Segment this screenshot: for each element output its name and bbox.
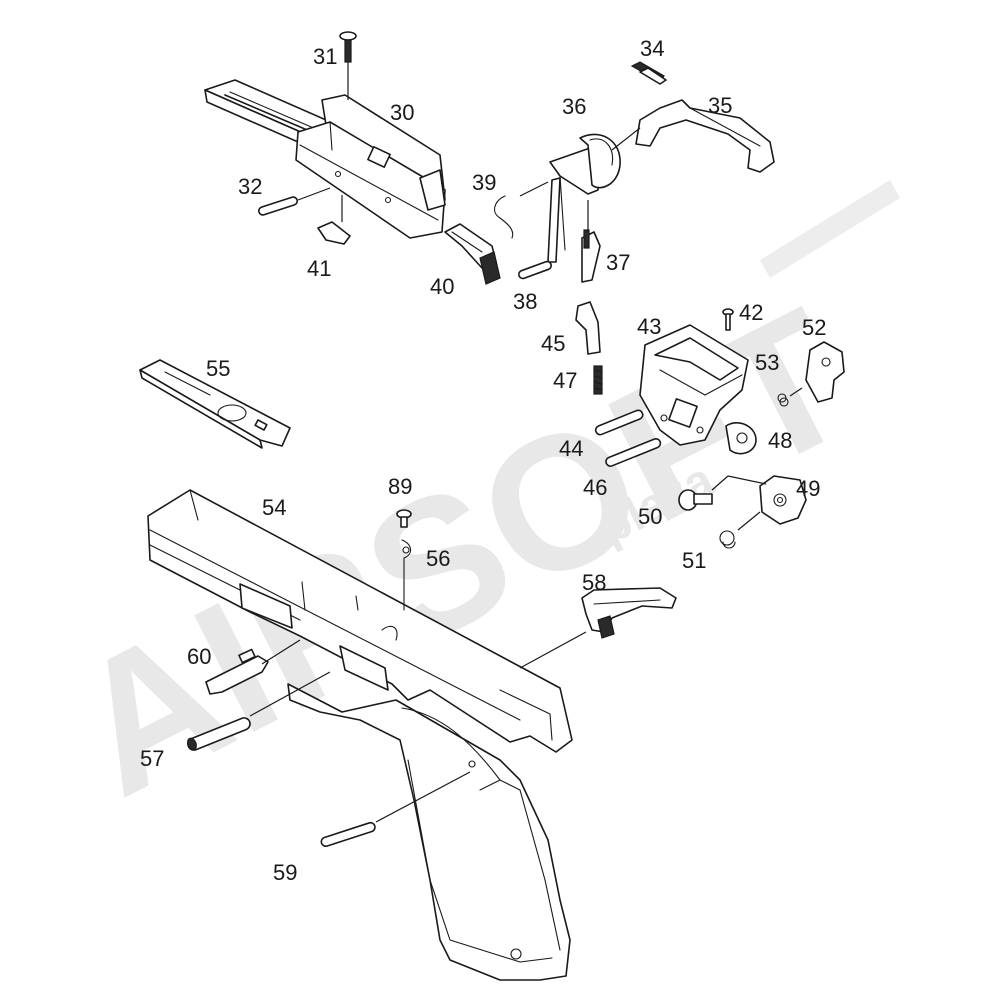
part-47-spring bbox=[593, 365, 603, 395]
part-41-small-block bbox=[317, 195, 351, 245]
watermark-stripe bbox=[760, 180, 900, 278]
callout-44: 44 bbox=[559, 436, 583, 461]
part-58-catch bbox=[519, 587, 677, 669]
callout-55: 55 bbox=[206, 356, 230, 381]
callout-43: 43 bbox=[637, 314, 661, 339]
part-38-pin bbox=[517, 260, 553, 280]
callout-56: 56 bbox=[426, 546, 450, 571]
callout-35: 35 bbox=[708, 93, 732, 118]
callout-labels: 31 30 32 41 40 39 38 37 36 34 35 45 43 4… bbox=[140, 36, 826, 885]
part-35-trigger-bar bbox=[611, 99, 775, 173]
part-54-frame bbox=[147, 489, 573, 981]
part-31-screw bbox=[339, 31, 357, 100]
callout-30: 30 bbox=[390, 100, 414, 125]
callout-60: 60 bbox=[187, 644, 211, 669]
part-50-screw bbox=[678, 475, 767, 511]
callout-36: 36 bbox=[562, 94, 586, 119]
callout-54: 54 bbox=[262, 495, 286, 520]
callout-40: 40 bbox=[430, 274, 454, 299]
callout-37: 37 bbox=[606, 250, 630, 275]
part-52-selector bbox=[805, 341, 845, 403]
part-39-spring bbox=[494, 181, 549, 239]
part-56-clip bbox=[401, 539, 412, 611]
part-34-spring-piece bbox=[630, 61, 667, 85]
part-36-sear-assembly bbox=[547, 133, 621, 263]
callout-49: 49 bbox=[796, 476, 820, 501]
part-37-latch bbox=[581, 200, 601, 283]
part-53-spring bbox=[777, 387, 803, 407]
part-30-rail-housing bbox=[204, 79, 446, 239]
callout-57: 57 bbox=[140, 746, 164, 771]
part-46-pin bbox=[605, 437, 662, 467]
callout-32: 32 bbox=[238, 174, 262, 199]
part-55-plate bbox=[139, 359, 291, 449]
callout-34: 34 bbox=[640, 36, 664, 61]
callout-52: 52 bbox=[802, 315, 826, 340]
callout-38: 38 bbox=[513, 289, 537, 314]
part-44-pin bbox=[594, 409, 644, 436]
callout-41: 41 bbox=[307, 256, 331, 281]
part-60-block bbox=[205, 639, 301, 695]
part-49-block bbox=[759, 475, 807, 525]
callout-53: 53 bbox=[755, 350, 779, 375]
part-57-pin bbox=[187, 671, 331, 751]
part-32-pin bbox=[257, 187, 331, 216]
part-48-cam bbox=[725, 422, 757, 455]
callout-50: 50 bbox=[638, 504, 662, 529]
part-51-spring bbox=[719, 511, 761, 549]
callout-89: 89 bbox=[388, 474, 412, 499]
part-42-screw bbox=[722, 308, 734, 331]
part-59-pin bbox=[320, 771, 471, 848]
callout-45: 45 bbox=[541, 331, 565, 356]
callout-58: 58 bbox=[582, 570, 606, 595]
callout-42: 42 bbox=[739, 300, 763, 325]
callout-46: 46 bbox=[583, 475, 607, 500]
callout-47: 47 bbox=[553, 368, 577, 393]
callout-59: 59 bbox=[273, 860, 297, 885]
callout-51: 51 bbox=[682, 548, 706, 573]
part-40-lever bbox=[444, 223, 501, 285]
part-43-trigger-housing bbox=[639, 324, 749, 446]
part-45-latch bbox=[575, 301, 601, 355]
part-89-screw bbox=[396, 509, 412, 528]
callout-39: 39 bbox=[472, 170, 496, 195]
callout-48: 48 bbox=[768, 428, 792, 453]
callout-31: 31 bbox=[313, 44, 337, 69]
